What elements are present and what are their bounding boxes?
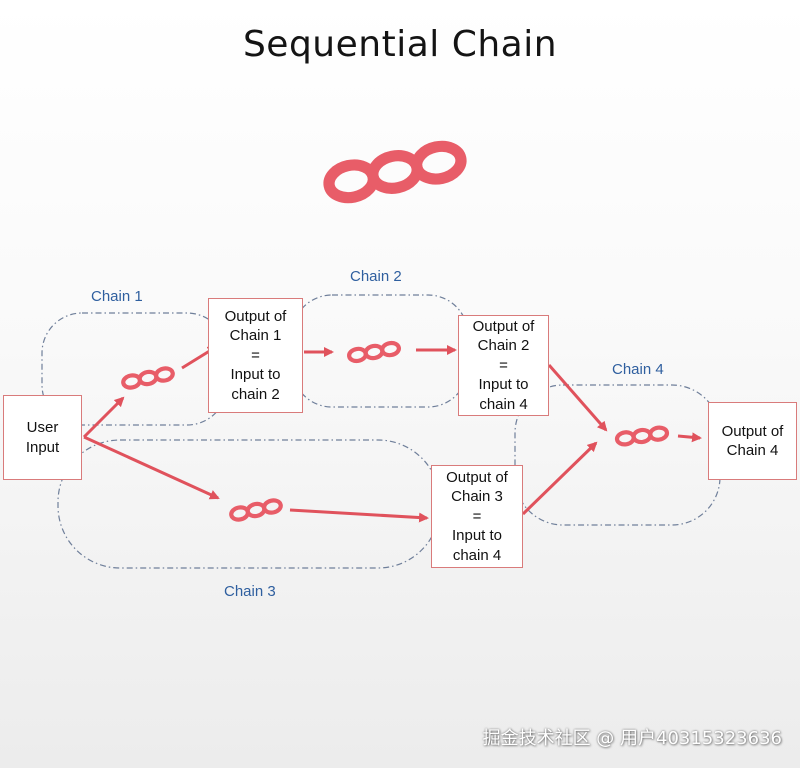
chain-link: [614, 430, 636, 447]
group-label-chain-3: Chain 3: [224, 583, 276, 600]
edge-user-to-chain3: [83, 435, 220, 500]
group-label-chain-1: Chain 1: [91, 288, 143, 305]
edge-out2-to-chain4: [547, 364, 608, 432]
node-output-chain-2-text: Output of Chain 2 = Input to chain 4: [472, 317, 535, 413]
chain-link: [631, 427, 653, 445]
chain-link-icon: [121, 366, 175, 390]
diagram-title: Sequential Chain: [242, 24, 558, 65]
edge-chain3-to-out3: [289, 508, 429, 523]
group-label-chain-4: Chain 4: [612, 361, 664, 378]
group-chain3-outline: [57, 439, 441, 569]
node-output-chain-2: Output of Chain 2 = Input to chain 4: [458, 315, 549, 416]
edge-chain4-to-out4: [677, 432, 702, 443]
watermark: 掘金技术社区 @ 用户40315323636: [482, 728, 782, 749]
chain-link-icon: [323, 140, 467, 204]
group-label-chain-2: Chain 2: [350, 268, 402, 285]
chain-link: [262, 498, 283, 515]
node-output-chain-4: Output of Chain 4: [708, 402, 797, 480]
group-chain1-outline: [41, 312, 228, 426]
edge-user-to-chain1: [82, 396, 125, 439]
chain-link-icon: [229, 498, 283, 522]
chain-link: [648, 425, 670, 442]
node-user-input: User Input: [3, 395, 82, 480]
group-outlines: [41, 294, 721, 569]
node-output-chain-4-text: Output of Chain 4: [721, 422, 784, 460]
chain-link: [154, 366, 175, 383]
chain-link: [380, 340, 401, 358]
chain-link-icon: [347, 340, 401, 364]
node-output-chain-3-text: Output of Chain 3 = Input to chain 4: [446, 468, 508, 564]
edges: [82, 345, 702, 523]
chain-link: [411, 140, 467, 185]
node-user-input-text: User Input: [25, 419, 60, 456]
node-output-chain-1-text: Output of Chain 1 = Input to chain 2: [224, 307, 287, 403]
node-output-chain-1: Output of Chain 1 = Input to chain 2: [208, 298, 303, 413]
edge-out3-to-chain4: [521, 441, 598, 516]
node-output-chain-3: Output of Chain 3 = Input to chain 4: [431, 465, 523, 568]
chain-link-icon: [614, 425, 670, 447]
